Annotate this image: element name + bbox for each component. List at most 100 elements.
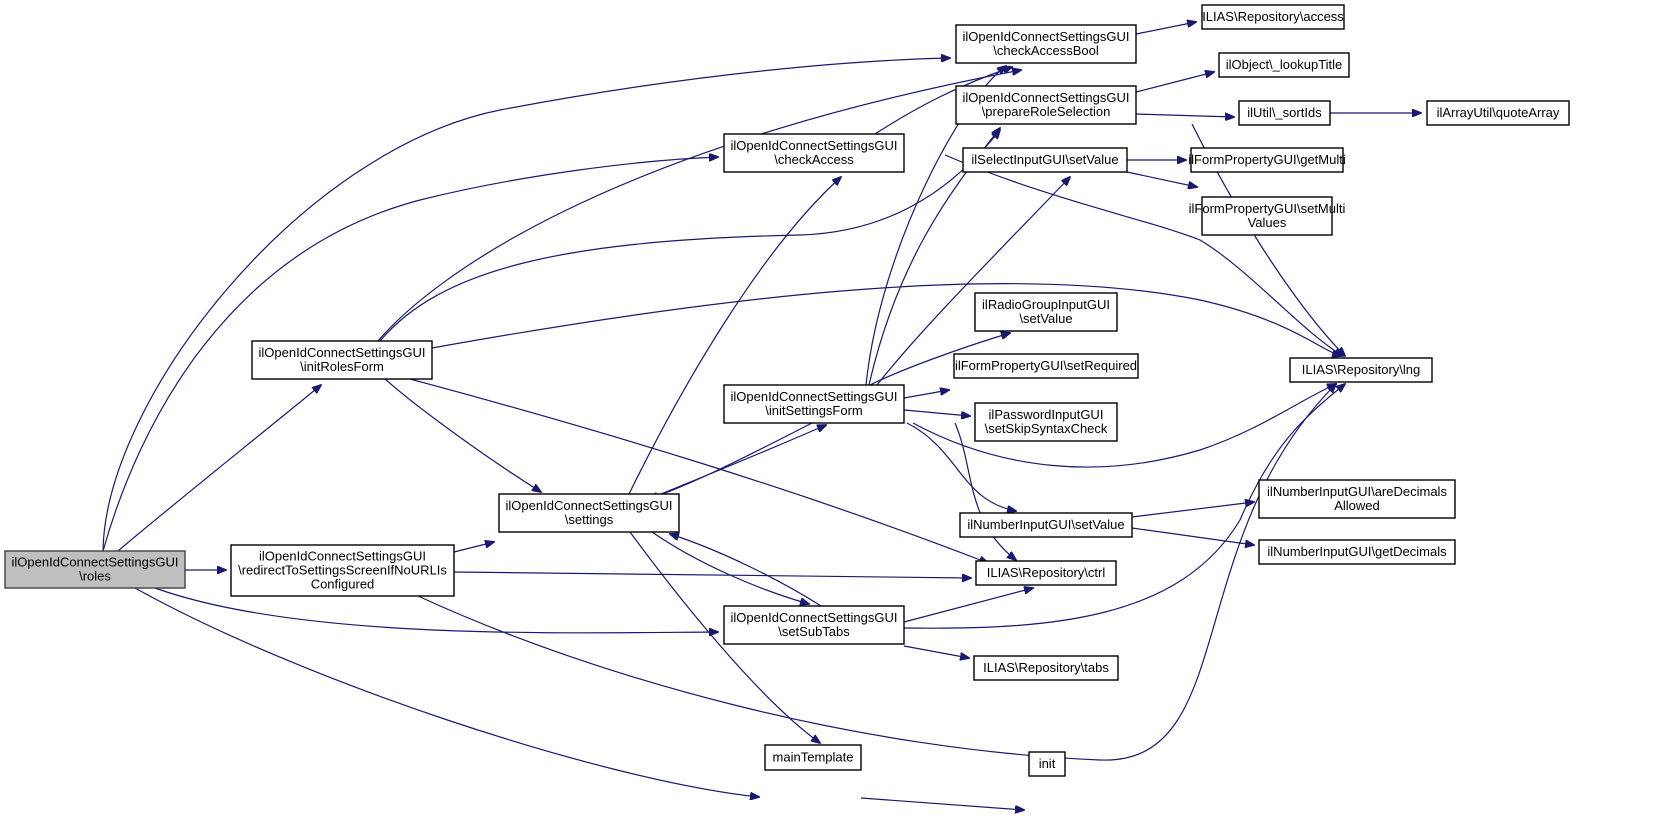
node-label-areDecimals-line-1: Allowed xyxy=(1334,498,1380,513)
node-box-lng xyxy=(1289,357,1433,383)
node-label-quoteArray-line-0: ilArrayUtil\quoteArray xyxy=(1437,105,1560,120)
edge-checkAccess-to-checkAccessBool xyxy=(874,67,1012,135)
edge-setSubTabs-to-tabs xyxy=(903,645,969,658)
node-lookupTitle[interactable]: ilObject\_lookupTitle xyxy=(1218,52,1350,78)
node-checkAccessBool[interactable]: ilOpenIdConnectSettingsGUI\checkAccessBo… xyxy=(955,24,1137,64)
node-label-checkAccessBool-line-1: \checkAccessBool xyxy=(993,43,1099,58)
node-label-getDecimals-line-0: ilNumberInputGUI\getDecimals xyxy=(1267,544,1447,559)
node-roles[interactable]: ilOpenIdConnectSettingsGUI\roles xyxy=(4,550,186,589)
node-label-setSubTabs-line-1: \setSubTabs xyxy=(778,624,850,639)
node-mainTemplate[interactable]: mainTemplate xyxy=(764,744,862,771)
node-box-access xyxy=(1201,4,1345,30)
node-box-roles xyxy=(4,550,186,589)
node-initRolesForm[interactable]: ilOpenIdConnectSettingsGUI\initRolesForm xyxy=(251,340,433,380)
node-label-setMultiValues-line-0: ilFormPropertyGUI\setMulti xyxy=(1189,201,1346,216)
edge-initRolesForm-to-ctrl xyxy=(409,378,988,563)
edge-checkAccess-to-lng xyxy=(944,154,1343,356)
node-box-areDecimals xyxy=(1258,479,1456,519)
edge-initSettingsForm-to-numberSetValue xyxy=(906,422,1016,511)
node-init[interactable]: init xyxy=(1028,751,1066,777)
node-box-redirect xyxy=(230,544,455,597)
edge-roles-to-checkAccessBool xyxy=(102,58,950,552)
node-label-skipSyntax-line-1: \setSkipSyntaxCheck xyxy=(985,421,1108,436)
node-box-numberSetValue xyxy=(959,512,1133,538)
edge-redirect-to-lng xyxy=(417,384,1336,761)
node-box-selectSetValue xyxy=(962,147,1128,173)
node-label-setMultiValues-line-1: Values xyxy=(1248,215,1287,230)
edge-roles-to-initRolesForm xyxy=(117,385,321,552)
node-label-settings-line-1: \settings xyxy=(565,512,614,527)
node-label-roles-line-1: \roles xyxy=(79,569,111,584)
edge-initSettingsForm-to-skipSyntax xyxy=(903,409,970,416)
edge-redirect-to-settings xyxy=(453,542,494,553)
node-redirect[interactable]: ilOpenIdConnectSettingsGUI\redirectToSet… xyxy=(230,544,455,597)
edge-settings-to-checkAccess xyxy=(628,177,841,495)
node-settings[interactable]: ilOpenIdConnectSettingsGUI\settings xyxy=(498,493,680,533)
node-getMulti[interactable]: ilFormPropertyGUI\getMulti xyxy=(1188,147,1346,173)
edge-initSettingsForm-to-settings xyxy=(649,422,813,499)
node-lng[interactable]: ILIAS\Repository\lng xyxy=(1289,357,1433,383)
node-setSubTabs[interactable]: ilOpenIdConnectSettingsGUI\setSubTabs xyxy=(723,605,905,645)
node-quoteArray[interactable]: ilArrayUtil\quoteArray xyxy=(1426,100,1570,126)
edge-selectSetValue-to-setMultiValues xyxy=(1126,171,1197,187)
node-box-mainTemplate xyxy=(764,744,862,771)
node-label-tabs-line-0: ILIAS\Repository\tabs xyxy=(983,660,1109,675)
node-box-setRequired xyxy=(953,353,1139,379)
node-box-checkAccessBool xyxy=(955,24,1137,64)
node-label-ctrl-line-0: ILIAS\Repository\ctrl xyxy=(987,565,1106,580)
node-ctrl[interactable]: ILIAS\Repository\ctrl xyxy=(975,560,1117,586)
node-box-radioSetValue xyxy=(974,292,1118,332)
node-label-lookupTitle-line-0: ilObject\_lookupTitle xyxy=(1226,57,1343,72)
node-skipSyntax[interactable]: ilPasswordInputGUI\setSkipSyntaxCheck xyxy=(974,402,1118,442)
node-label-initSettingsForm-line-0: ilOpenIdConnectSettingsGUI xyxy=(731,389,898,404)
node-setRequired[interactable]: ilFormPropertyGUI\setRequired xyxy=(953,353,1139,379)
edge-initSettingsForm-to-ctrl xyxy=(954,422,1016,560)
edge-initRolesForm-to-checkAccessBool xyxy=(377,70,1021,342)
node-box-init xyxy=(1028,751,1066,777)
node-label-initSettingsForm-line-1: \initSettingsForm xyxy=(765,403,863,418)
node-selectSetValue[interactable]: ilSelectInputGUI\setValue xyxy=(962,147,1128,173)
edge-redirect-to-ctrl xyxy=(453,571,971,578)
node-label-getMulti-line-0: ilFormPropertyGUI\getMulti xyxy=(1188,152,1346,167)
node-initSettingsForm[interactable]: ilOpenIdConnectSettingsGUI\initSettingsF… xyxy=(723,384,905,424)
node-label-initRolesForm-line-0: ilOpenIdConnectSettingsGUI xyxy=(259,345,426,360)
node-numberSetValue[interactable]: ilNumberInputGUI\setValue xyxy=(959,512,1133,538)
edge-roles-to-mainTemplate xyxy=(134,587,759,797)
node-label-mainTemplate-line-0: mainTemplate xyxy=(773,750,854,765)
node-box-setMultiValues xyxy=(1201,196,1333,236)
node-tabs[interactable]: ILIAS\Repository\tabs xyxy=(973,655,1119,681)
edge-numberSetValue-to-getDecimals xyxy=(1131,527,1254,545)
node-label-sortIds-line-0: ilUtil\_sortIds xyxy=(1247,105,1322,120)
node-prepareRoleSelection[interactable]: ilOpenIdConnectSettingsGUI\prepareRoleSe… xyxy=(955,85,1137,125)
node-label-lng-line-0: ILIAS\Repository\lng xyxy=(1302,362,1421,377)
node-label-prepareRoleSelection-line-0: ilOpenIdConnectSettingsGUI xyxy=(963,90,1130,105)
node-checkAccess[interactable]: ilOpenIdConnectSettingsGUI\checkAccess xyxy=(723,133,905,173)
node-box-tabs xyxy=(973,655,1119,681)
node-label-roles-line-0: ilOpenIdConnectSettingsGUI xyxy=(12,555,179,570)
node-label-checkAccessBool-line-0: ilOpenIdConnectSettingsGUI xyxy=(963,29,1130,44)
node-box-getMulti xyxy=(1190,147,1344,173)
node-box-settings xyxy=(498,493,680,533)
node-label-radioSetValue-line-1: \setValue xyxy=(1019,311,1072,326)
node-access[interactable]: ILIAS\Repository\access xyxy=(1201,4,1345,30)
node-box-prepareRoleSelection xyxy=(955,85,1137,125)
node-label-settings-line-0: ilOpenIdConnectSettingsGUI xyxy=(506,498,673,513)
node-label-areDecimals-line-0: ilNumberInputGUI\areDecimals xyxy=(1267,484,1447,499)
node-box-ctrl xyxy=(975,560,1117,586)
node-getDecimals[interactable]: ilNumberInputGUI\getDecimals xyxy=(1258,539,1456,565)
node-label-redirect-line-2: Configured xyxy=(311,577,375,592)
node-box-initSettingsForm xyxy=(723,384,905,424)
node-radioSetValue[interactable]: ilRadioGroupInputGUI\setValue xyxy=(974,292,1118,332)
edge-initRolesForm-to-lng xyxy=(431,283,1341,356)
node-box-checkAccess xyxy=(723,133,905,173)
edge-initSettingsForm-to-setRequired xyxy=(903,390,949,399)
edge-settings-to-initSettingsForm xyxy=(660,425,826,495)
edge-setSubTabs-to-ctrl xyxy=(903,588,1033,623)
node-sortIds[interactable]: ilUtil\_sortIds xyxy=(1238,100,1331,126)
edge-initSettingsForm-to-radioSetValue xyxy=(869,333,1010,386)
node-label-skipSyntax-line-0: ilPasswordInputGUI xyxy=(989,407,1104,422)
edge-initSettingsForm-to-lng xyxy=(912,384,1336,468)
